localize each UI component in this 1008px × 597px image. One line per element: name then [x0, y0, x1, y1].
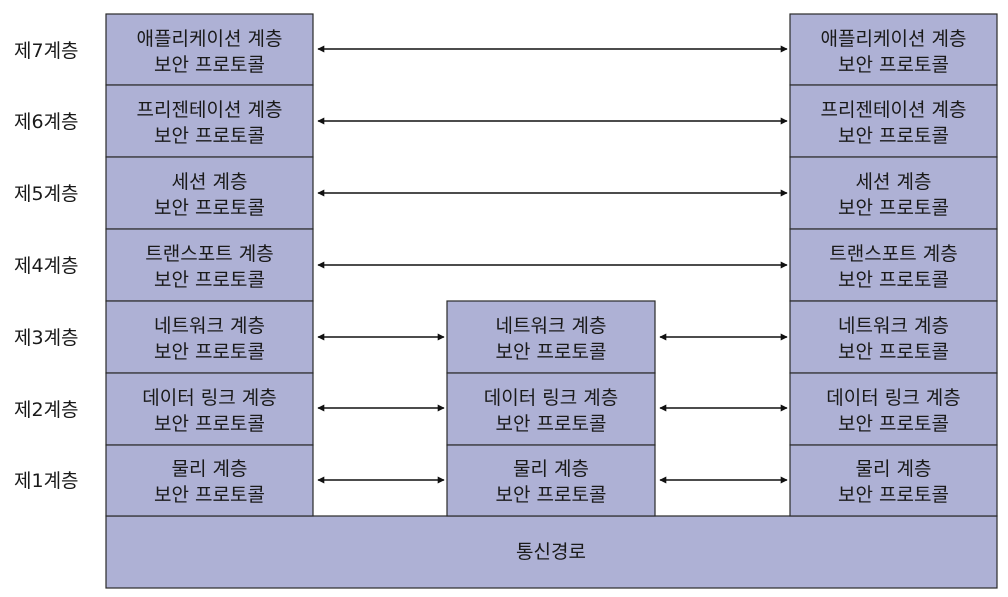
left-layer-2-sub: 보안 프로토콜: [154, 413, 265, 435]
left-layer-3-sub: 보안 프로토콜: [154, 341, 265, 363]
left-layer-7-name: 애플리케이션 계층: [137, 28, 283, 50]
right-box-layer-5: [789, 156, 998, 230]
right-layer-7-sub: 보안 프로토콜: [838, 54, 949, 76]
right-layer-4-sub: 보안 프로토콜: [838, 269, 949, 291]
middle-layer-2-sub: 보안 프로토콜: [496, 413, 607, 435]
left-layer-6-name: 프리젠테이션 계층: [137, 99, 283, 121]
left-layer-1-name: 물리 계층: [172, 458, 248, 480]
right-layer-2-name: 데이터 링크 계층: [826, 387, 960, 409]
middle-box-layer-3: [446, 300, 656, 374]
right-box-layer-2: [789, 372, 998, 446]
left-box-layer-7: [105, 13, 314, 86]
layer-label-2: 제2계층: [14, 399, 79, 421]
middle-layer-1-name: 물리 계층: [513, 458, 589, 480]
layer-label-7: 제7계층: [14, 40, 79, 62]
layer-label-1: 제1계층: [14, 470, 79, 492]
right-layer-2-sub: 보안 프로토콜: [838, 413, 949, 435]
right-layer-3-sub: 보안 프로토콜: [838, 341, 949, 363]
right-box-layer-1: [789, 444, 998, 517]
left-box-layer-3: [105, 300, 314, 374]
layer-label-6: 제6계층: [14, 111, 79, 133]
layer-label-3: 제3계층: [14, 327, 79, 349]
right-layer-6-sub: 보안 프로토콜: [838, 125, 949, 147]
left-layer-6-sub: 보안 프로토콜: [154, 125, 265, 147]
right-layer-6-name: 프리젠테이션 계층: [821, 99, 967, 121]
layer-label-5: 제5계층: [14, 183, 79, 205]
left-layer-4-sub: 보안 프로토콜: [154, 269, 265, 291]
left-box-layer-2: [105, 372, 314, 446]
middle-box-layer-1: [446, 444, 656, 517]
left-layer-2-name: 데이터 링크 계층: [142, 387, 276, 409]
right-layer-5-sub: 보안 프로토콜: [838, 197, 949, 219]
left-box-layer-4: [105, 228, 314, 302]
left-layer-1-sub: 보안 프로토콜: [154, 484, 265, 506]
middle-layer-3-sub: 보안 프로토콜: [496, 341, 607, 363]
left-box-layer-6: [105, 84, 314, 158]
right-box-layer-3: [789, 300, 998, 374]
middle-layer-3-name: 네트워크 계층: [496, 315, 607, 337]
right-layer-3-name: 네트워크 계층: [838, 315, 949, 337]
right-layer-7-name: 애플리케이션 계층: [821, 28, 967, 50]
right-layer-5-name: 세션 계층: [856, 171, 932, 193]
channel-label: 통신경로: [516, 541, 586, 563]
left-box-layer-5: [105, 156, 314, 230]
left-box-layer-1: [105, 444, 314, 517]
left-layer-5-sub: 보안 프로토콜: [154, 197, 265, 219]
left-layer-5-name: 세션 계층: [172, 171, 248, 193]
right-layer-1-sub: 보안 프로토콜: [838, 484, 949, 506]
right-box-layer-7: [789, 13, 998, 86]
left-layer-4-name: 트랜스포트 계층: [145, 243, 273, 265]
middle-layer-2-name: 데이터 링크 계층: [484, 387, 618, 409]
left-layer-3-name: 네트워크 계층: [154, 315, 265, 337]
right-layer-4-name: 트랜스포트 계층: [829, 243, 957, 265]
channel-box: [105, 515, 998, 589]
left-layer-7-sub: 보안 프로토콜: [154, 54, 265, 76]
middle-box-layer-2: [446, 372, 656, 446]
layer-label-4: 제4계층: [14, 255, 79, 277]
right-box-layer-6: [789, 84, 998, 158]
right-box-layer-4: [789, 228, 998, 302]
right-layer-1-name: 물리 계층: [856, 458, 932, 480]
middle-layer-1-sub: 보안 프로토콜: [496, 484, 607, 506]
